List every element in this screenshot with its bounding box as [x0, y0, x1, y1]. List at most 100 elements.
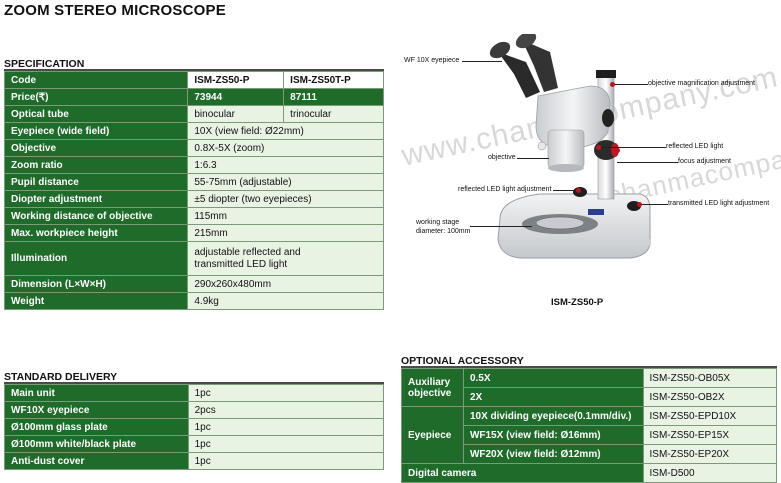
callout-line — [470, 226, 532, 227]
callout-line — [612, 84, 648, 85]
table-row: Dimension (L×W×H) 290x260x480mm — [3, 275, 384, 293]
delivery-qty: 1pc — [187, 418, 385, 436]
callout-line — [598, 147, 666, 148]
price-model1: 73944 — [187, 88, 285, 106]
spec-label: Weight — [3, 292, 189, 310]
callout-line — [462, 61, 502, 62]
callout-transmitted-adj: transmitted LED light adjustment — [668, 200, 770, 207]
accessory-code: ISM-ZS50-OB2X — [642, 387, 778, 407]
accessory-desc: 10X dividing eyepiece(0.1mm/div.) — [462, 406, 644, 426]
accessory-code: ISM-ZS50-EPD10X — [642, 406, 778, 426]
table-row: Illumination adjustable reflected and tr… — [3, 241, 384, 276]
accessory-group-label: Eyepiece — [401, 406, 464, 464]
callout-stage: working stage diameter: 100mm — [416, 219, 471, 235]
spec-value: 4.9kg — [187, 292, 384, 310]
spec-value: trinocular — [283, 105, 384, 123]
spec-value: 215mm — [187, 224, 384, 242]
accessory-desc: WF15X (view field: Ø16mm) — [462, 425, 644, 445]
spec-label: Code — [3, 71, 189, 89]
table-row: Price(₹) 73944 87111 — [3, 88, 384, 106]
table-row: Working distance of objective 115mm — [3, 207, 384, 225]
delivery-qty: 2pcs — [187, 401, 385, 419]
delivery-qty: 1pc — [187, 452, 385, 470]
spec-value: 55-75mm (adjustable) — [187, 173, 384, 191]
accessory-code: ISM-ZS50-EP15X — [642, 425, 778, 445]
spec-value: ±5 diopter (two eyepieces) — [187, 190, 384, 208]
table-row: Eyepiece (wide field) 10X (view field: Ø… — [3, 122, 384, 140]
price-model2: 87111 — [283, 88, 384, 106]
specification-rule — [4, 69, 384, 71]
spec-label: Objective — [3, 139, 189, 157]
accessory-code: ISM-ZS50-OB05X — [642, 368, 778, 388]
spec-value: 10X (view field: Ø22mm) — [187, 122, 384, 140]
delivery-label: Anti-dust cover — [4, 452, 189, 470]
spec-label: Zoom ratio — [3, 156, 189, 174]
callout-dot — [637, 202, 642, 207]
delivery-qty: 1pc — [187, 384, 385, 402]
callout-dot — [610, 82, 615, 87]
accessory-group-label: Auxiliary objective — [401, 368, 464, 407]
table-row: WF20X (view field: Ø12mm) ISM-ZS50-EP20X — [402, 444, 778, 464]
figure-caption: ISM-ZS50-P — [551, 297, 604, 308]
table-row: Eyepiece 10X dividing eyepiece(0.1mm/div… — [401, 406, 778, 464]
accessory-code: ISM-ZS50-EP20X — [642, 444, 778, 464]
callout-line — [640, 204, 668, 205]
delivery-label: WF10X eyepiece — [4, 401, 189, 419]
accessory-desc: 0.5X — [462, 368, 644, 388]
spec-label: Illumination — [3, 241, 189, 276]
spec-model1: ISM-ZS50-P — [187, 71, 285, 89]
spec-value: 115mm — [187, 207, 384, 225]
spec-label: Price(₹) — [3, 88, 189, 106]
table-row: Optical tube binocular trinocular — [3, 105, 384, 123]
optional-accessory-rule — [401, 366, 777, 368]
table-row: Max. workpiece height 215mm — [3, 224, 384, 242]
table-row: Weight 4.9kg — [3, 292, 384, 310]
specification-heading: SPECIFICATION — [4, 58, 85, 70]
table-row: Code ISM-ZS50-P ISM-ZS50T-P — [3, 71, 384, 89]
callout-line — [517, 158, 549, 159]
spec-label: Eyepiece (wide field) — [3, 122, 189, 140]
table-row: Objective 0.8X-5X (zoom) — [3, 139, 384, 157]
optional-accessory-table: Auxiliary objective 0.5X ISM-ZS50-OB05X … — [401, 368, 778, 483]
table-row: Diopter adjustment ±5 diopter (two eyepi… — [3, 190, 384, 208]
accessory-code: ISM-D500 — [642, 463, 778, 483]
standard-delivery-rule — [4, 382, 384, 384]
spec-label: Optical tube — [3, 105, 189, 123]
table-row: Pupil distance 55-75mm (adjustable) — [3, 173, 384, 191]
accessory-desc: 2X — [462, 387, 644, 407]
accessory-desc: WF20X (view field: Ø12mm) — [462, 444, 644, 464]
spec-value: 0.8X-5X (zoom) — [187, 139, 384, 157]
callout-eyepiece: WF 10X eyepiece — [404, 57, 460, 64]
delivery-label: Ø100mm glass plate — [4, 418, 189, 436]
table-row: Zoom ratio 1:6.3 — [3, 156, 384, 174]
spec-value: 290x260x480mm — [187, 275, 384, 293]
table-row: WF15X (view field: Ø16mm) ISM-ZS50-EP15X — [402, 425, 778, 445]
spec-label: Max. workpiece height — [3, 224, 189, 242]
spec-label: Pupil distance — [3, 173, 189, 191]
callout-reflected-led: reflected LED light — [666, 143, 724, 150]
callout-line — [553, 190, 578, 191]
spec-label: Dimension (L×W×H) — [3, 275, 189, 293]
callout-dot — [615, 148, 620, 153]
callout-focus: focus adjustment — [678, 158, 731, 165]
illumination-text: adjustable reflected and transmitted LED… — [194, 246, 301, 270]
spec-value: binocular — [187, 105, 285, 123]
spec-model2: ISM-ZS50T-P — [283, 71, 384, 89]
spec-label: Working distance of objective — [3, 207, 189, 225]
spec-value: 1:6.3 — [187, 156, 384, 174]
callout-dot — [596, 145, 601, 150]
callout-objective: objective — [488, 154, 516, 161]
optional-accessory-heading: OPTIONAL ACCESSORY — [401, 355, 524, 367]
specification-table: Code ISM-ZS50-P ISM-ZS50T-P Price(₹) 739… — [3, 71, 384, 310]
microscope-illustration — [489, 34, 651, 259]
accessory-group-label: Digital camera — [401, 463, 644, 483]
delivery-qty: 1pc — [187, 435, 385, 453]
delivery-label: Main unit — [4, 384, 189, 402]
callout-objective-mag: objective magnification adjustment — [648, 80, 756, 87]
delivery-label: Ø100mm white/black plate — [4, 435, 189, 453]
